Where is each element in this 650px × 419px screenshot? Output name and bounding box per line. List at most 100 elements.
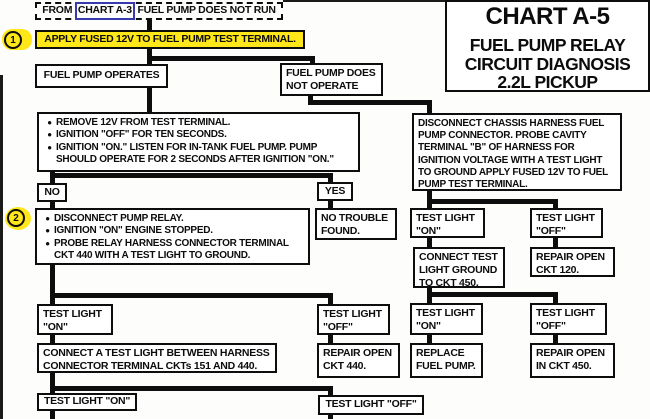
fuel-pump-not-operate-box: FUEL PUMP DOES NOT OPERATE: [280, 63, 383, 96]
step2-box: ● DISCONNECT PUMP RELAY. ● IGNITION "ON" E…: [35, 208, 310, 265]
bullet-icon: ●: [45, 214, 50, 223]
test-light-on-text: TEST LIGHT "ON": [43, 308, 102, 334]
fuel-pump-operates-box: FUEL PUMP OPERATES: [35, 64, 168, 88]
connector-line: [310, 56, 315, 64]
apply-12v-box: APPLY FUSED 12V TO FUEL PUMP TEST TERMIN…: [35, 30, 305, 49]
step2-number-marker: 2: [7, 209, 25, 227]
repair-ckt120-text: REPAIR OPEN CKT 120.: [536, 251, 605, 277]
connector-line: [50, 373, 55, 394]
from-chart-pre-text: FROM: [42, 4, 75, 17]
connect-ground-text: CONNECT TEST LIGHT GROUND TO CKT 450.: [419, 251, 498, 290]
connector-line: [147, 18, 152, 32]
connector-line: [147, 56, 315, 61]
from-chart-post-text: FUEL PUMP DOES NOT RUN: [134, 4, 276, 17]
page-left-edge-line: [0, 75, 3, 419]
test-light-on-text: TEST LIGHT "ON": [416, 307, 475, 333]
yes-box: YES: [317, 182, 353, 201]
chart-title: CHART A-5: [485, 3, 610, 30]
step2-item: ● DISCONNECT PUMP RELAY.: [41, 213, 304, 225]
connector-line: [50, 335, 55, 344]
repair-ckt120-box: REPAIR OPEN CKT 120.: [530, 247, 615, 277]
test-light-off-text: TEST LIGHT "OFF": [323, 308, 382, 334]
yes-text: YES: [324, 184, 346, 197]
connect-between-text: CONNECT A TEST LIGHT BETWEEN HARNESS CON…: [43, 347, 270, 373]
test-light-on-text: TEST LIGHT "ON": [43, 395, 131, 408]
fuel-pump-operates-text: FUEL PUMP OPERATES: [43, 69, 160, 82]
repair-ckt440-box: REPAIR OPEN CKT 440.: [317, 343, 400, 378]
check1-item: ● REMOVE 12V FROM TEST TERMINAL.: [43, 117, 354, 129]
connector-line: [328, 335, 333, 344]
check1-item-text: REMOVE 12V FROM TEST TERMINAL.: [56, 117, 231, 128]
connector-line: [427, 238, 432, 247]
connector-line: [147, 47, 152, 64]
check1-item: ● IGNITION "OFF" FOR TEN SECONDS.: [43, 129, 354, 141]
connector-line: [427, 292, 558, 297]
step2-item: ● IGNITION "ON" ENGINE STOPPED.: [41, 225, 304, 237]
left-test-light-off-box: TEST LIGHT "OFF": [317, 304, 390, 335]
no-trouble-text: NO TROUBLE FOUND.: [321, 212, 388, 238]
chart-a3-link[interactable]: CHART A-3: [74, 2, 135, 20]
repair-in-ckt450-box: REPAIR OPEN IN CKT 450.: [530, 343, 615, 378]
no-trouble-box: NO TROUBLE FOUND.: [315, 208, 397, 240]
test-light-off-text: TEST LIGHT "OFF": [325, 398, 417, 411]
step2-item-text: PROBE RELAY HARNESS CONNECTOR TERMINAL C…: [54, 237, 289, 262]
chart-subtitle-line1: FUEL PUMP RELAY: [469, 35, 626, 56]
disconnect-harness-text: DISCONNECT CHASSIS HARNESS FUEL PUMP CON…: [418, 118, 608, 190]
step1-number-marker: 1: [4, 31, 22, 49]
connector-line: [553, 199, 558, 208]
from-chart-a3-box: FROM CHART A-3 FUEL PUMP DOES NOT RUN: [35, 2, 283, 20]
bullet-icon: ●: [45, 238, 50, 248]
step1-number: 1: [10, 34, 16, 46]
connector-line: [328, 293, 333, 304]
connector-line: [328, 173, 333, 182]
bottom-test-light-off-box: TEST LIGHT "OFF": [318, 395, 424, 415]
bullet-icon: ●: [47, 118, 52, 127]
fuel-pump-not-operate-text: FUEL PUMP DOES NOT OPERATE: [286, 67, 376, 93]
connector-line: [50, 265, 55, 305]
test-light-on-text: TEST LIGHT "ON": [416, 212, 475, 238]
chart-subtitle-line2: CIRCUIT DIAGNOSIS: [464, 53, 631, 74]
connect-between-box: CONNECT A TEST LIGHT BETWEEN HARNESS CON…: [37, 343, 277, 373]
bottom-test-light-on-box: TEST LIGHT "ON": [37, 393, 137, 411]
connector-line: [553, 238, 558, 247]
connector-line: [328, 200, 333, 209]
step2-item-text: IGNITION "ON" ENGINE STOPPED.: [54, 225, 213, 237]
connector-line: [50, 411, 55, 419]
right-test-light-off-box-2: TEST LIGHT "OFF": [530, 303, 607, 335]
connector-line: [50, 173, 333, 178]
connector-line: [50, 293, 333, 298]
check1-item-text: IGNITION "ON." LISTEN FOR IN-TANK FUEL P…: [56, 141, 334, 166]
check1-box: ● REMOVE 12V FROM TEST TERMINAL. ● IGNITIO…: [37, 112, 360, 172]
connector-line: [427, 335, 432, 343]
connector-line: [427, 100, 432, 113]
bullet-icon: ●: [47, 130, 52, 140]
connector-line: [328, 415, 333, 419]
test-light-off-text: TEST LIGHT "OFF": [536, 212, 595, 238]
repair-ckt440-text: REPAIR OPEN CKT 440.: [323, 347, 392, 373]
bullet-icon: ●: [45, 226, 50, 236]
connector-line: [308, 100, 432, 105]
replace-fuel-pump-text: REPLACE FUEL PUMP.: [416, 347, 476, 373]
connect-ground-box: CONNECT TEST LIGHT GROUND TO CKT 450.: [413, 247, 505, 290]
connector-line: [50, 386, 333, 391]
disconnect-harness-box: DISCONNECT CHASSIS HARNESS FUEL PUMP CON…: [412, 113, 622, 191]
left-test-light-on-box: TEST LIGHT "ON": [37, 304, 113, 335]
bullet-icon: ●: [47, 142, 52, 152]
right-test-light-on-box-1: TEST LIGHT "ON": [410, 208, 485, 238]
test-light-off-text: TEST LIGHT "OFF": [536, 307, 595, 333]
chart-title-box: CHART A-5 FUEL PUMP RELAY CIRCUIT DIAGNO…: [445, 0, 650, 92]
step2-number: 2: [13, 212, 19, 224]
connector-line: [147, 88, 152, 112]
check1-item-text: IGNITION "OFF" FOR TEN SECONDS.: [56, 129, 227, 141]
check1-item: ● IGNITION "ON." LISTEN FOR IN-TANK FUEL …: [43, 142, 354, 167]
replace-fuel-pump-box: REPLACE FUEL PUMP.: [410, 343, 483, 378]
connector-line: [427, 199, 558, 204]
no-box: NO: [37, 183, 67, 202]
connector-line: [553, 335, 558, 343]
connector-line: [328, 386, 333, 396]
step2-item-text: DISCONNECT PUMP RELAY.: [54, 213, 184, 224]
right-test-light-off-box-1: TEST LIGHT "OFF": [530, 208, 603, 238]
connector-line: [50, 202, 55, 209]
chart-subtitle-line3: 2.2L PICKUP: [497, 72, 598, 93]
